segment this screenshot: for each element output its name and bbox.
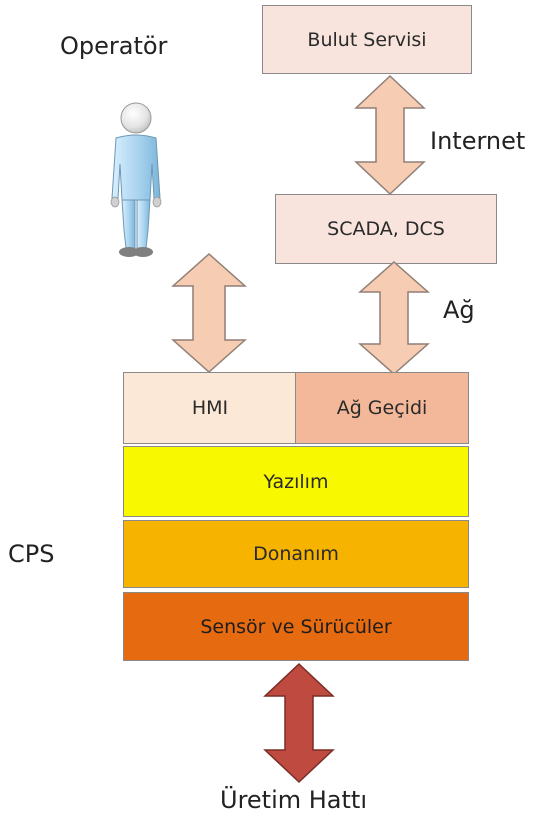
sensors-drivers-box: Sensör ve Sürücüler <box>123 592 469 661</box>
software-box: Yazılım <box>123 446 469 517</box>
person-icon <box>110 102 162 257</box>
cloud-service-box: Bulut Servisi <box>262 5 472 74</box>
production-line-label: Üretim Hattı <box>220 786 367 814</box>
network-label: Ağ <box>443 296 475 324</box>
operator-label: Operatör <box>60 32 168 60</box>
scada-dcs-box: SCADA, DCS <box>275 194 497 264</box>
gateway-box: Ağ Geçidi <box>295 372 469 444</box>
operator-hmi-double-arrow <box>171 252 247 374</box>
cps-label: CPS <box>8 540 55 568</box>
hardware-box: Donanım <box>123 520 469 588</box>
hmi-box: HMI <box>123 372 297 444</box>
network-double-arrow <box>358 260 430 376</box>
internet-label: Internet <box>430 127 526 155</box>
production-double-arrow <box>263 662 335 784</box>
internet-double-arrow <box>354 74 426 196</box>
